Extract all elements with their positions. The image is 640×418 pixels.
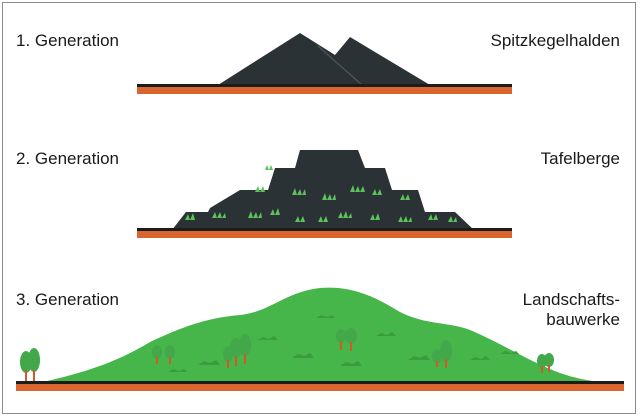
terraced-heap: [172, 150, 474, 230]
ground-line-2: [137, 228, 512, 238]
cone-heap: [218, 33, 430, 86]
landscape-structure-label: Landschafts- bauwerke: [523, 290, 620, 330]
cone-heap-label: Spitzkegelhalden: [490, 31, 620, 50]
table-mountain-label: Tafelberge: [540, 149, 620, 168]
tree-group-right: [432, 340, 452, 368]
vegetation-tufts: [185, 165, 457, 222]
hill-patches: [168, 315, 519, 372]
generation-2-label: 2. Generation: [16, 149, 120, 168]
landscape-structure-label-line2: bauwerke: [546, 310, 620, 329]
tree-group-center: [336, 328, 357, 351]
tree-far-right: [537, 353, 554, 373]
tree-far-left: [20, 348, 40, 383]
ground-line-3: [16, 381, 624, 391]
tree-group-center-left: [223, 334, 251, 368]
generation-3-label: 3. Generation: [16, 290, 120, 309]
generation-1-label: 1. Generation: [16, 31, 120, 50]
tree-group-left: [152, 345, 175, 364]
ground-line-1: [137, 84, 512, 94]
landscape-structure-label-line1: Landschafts-: [522, 290, 620, 309]
